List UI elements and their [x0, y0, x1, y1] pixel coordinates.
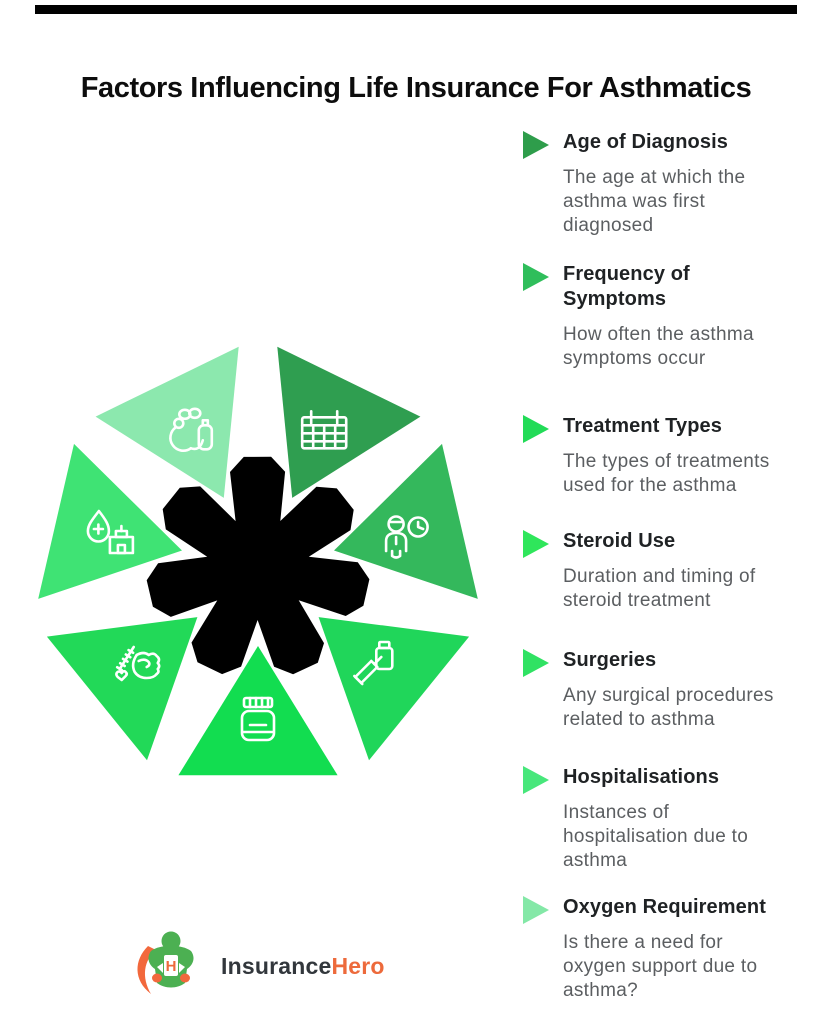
factor-heading: Hospitalisations: [563, 766, 720, 788]
wedge-fist-syringe: [46, 617, 198, 761]
factor-description: Instances of hospitalisation due to asth…: [563, 802, 749, 871]
insurance-hero-logo: H InsuranceHero: [132, 930, 602, 1010]
play-arrow-icon: [523, 530, 549, 558]
play-arrow-icon: [523, 649, 549, 677]
factor-heading: Frequency of Symptoms: [563, 263, 690, 310]
pill-jar-icon: [240, 696, 276, 742]
page-title: Factors Influencing Life Insurance For A…: [80, 72, 752, 105]
factor-description: Any surgical procedures related to asthm…: [563, 685, 774, 730]
factor-heading: Oxygen Requirement: [563, 896, 766, 918]
factor-description: The age at which the asthma was first di…: [563, 167, 746, 236]
wedge-drop-hospital: [38, 443, 183, 599]
factor-heading: Steroid Use: [563, 530, 676, 552]
play-arrow-icon: [523, 766, 549, 794]
oxygen-tank-icon: [169, 407, 214, 452]
factor-description: The types of treatments used for the ast…: [563, 451, 770, 496]
wedge-person-clock: [334, 443, 478, 599]
play-arrow-icon: [523, 131, 549, 159]
brand-second-word: Hero: [331, 953, 385, 979]
play-arrow-icon: [523, 896, 549, 924]
factor-heading: Treatment Types: [563, 415, 722, 437]
fist-syringe-icon: [115, 645, 161, 682]
calendar-icon: [300, 410, 348, 450]
factor-wheel-diagram: [38, 346, 478, 776]
factor-description: How often the asthma symptoms occur: [563, 324, 754, 369]
top-decor-bar: [35, 5, 797, 14]
person-clock-icon: [384, 515, 429, 559]
brand-first-word: Insurance: [221, 953, 332, 979]
factor-description: Is there a need for oxygen support due t…: [563, 932, 758, 1001]
drop-hospital-icon: [86, 509, 135, 555]
play-arrow-icon: [523, 415, 549, 443]
center-gear-shape: [146, 456, 370, 675]
factor-item: Oxygen Requirement Is there a need for ox…: [523, 895, 795, 1003]
svg-text:H: H: [166, 958, 177, 975]
wedge-calendar: [277, 346, 421, 498]
factor-heading: Age of Diagnosis: [563, 131, 728, 153]
hero-mascot-icon: H: [137, 931, 194, 994]
play-arrow-icon: [523, 263, 549, 291]
brand-name: InsuranceHero: [221, 953, 385, 980]
syringe-vial-icon: [352, 640, 394, 686]
factor-heading: Surgeries: [563, 649, 657, 671]
wedge-syringe-vial: [318, 617, 470, 761]
wedge-oxygen-tank: [95, 346, 239, 498]
factor-description: Duration and timing of steroid treatment: [563, 566, 756, 611]
